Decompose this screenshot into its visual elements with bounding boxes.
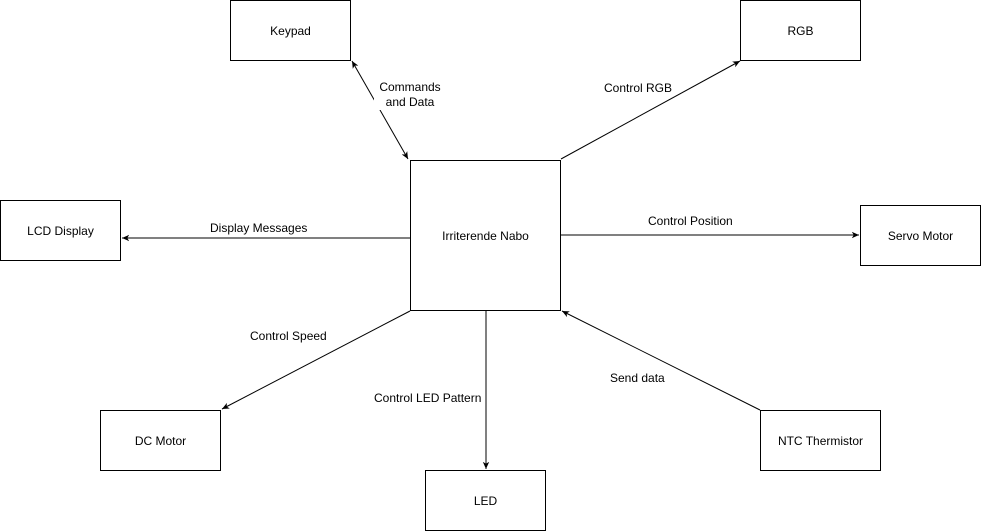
edge-label-keypad: Commands and Data	[374, 80, 446, 110]
edge-keypad-center	[351, 60, 409, 160]
node-ntc-thermistor: NTC Thermistor	[760, 410, 881, 471]
edge-label-led: Control LED Pattern	[374, 391, 482, 406]
node-dc-motor: DC Motor	[100, 410, 221, 471]
edge-center-dc-motor	[221, 310, 411, 410]
edge-label-lcd: Display Messages	[210, 221, 308, 236]
edge-label-ntc: Send data	[610, 371, 665, 386]
edge-label-rgb: Control RGB	[604, 81, 673, 96]
node-servo-motor: Servo Motor	[860, 205, 981, 266]
edge-ntc-center	[561, 310, 761, 411]
node-rgb: RGB	[740, 0, 861, 61]
edge-label-dc-motor: Control Speed	[250, 329, 327, 344]
edge-center-rgb	[560, 60, 741, 160]
node-lcd-display: LCD Display	[0, 200, 121, 261]
node-led: LED	[425, 470, 546, 531]
edge-label-servo: Control Position	[648, 214, 733, 229]
node-keypad: Keypad	[230, 0, 351, 61]
node-center: Irriterende Nabo	[410, 160, 561, 311]
